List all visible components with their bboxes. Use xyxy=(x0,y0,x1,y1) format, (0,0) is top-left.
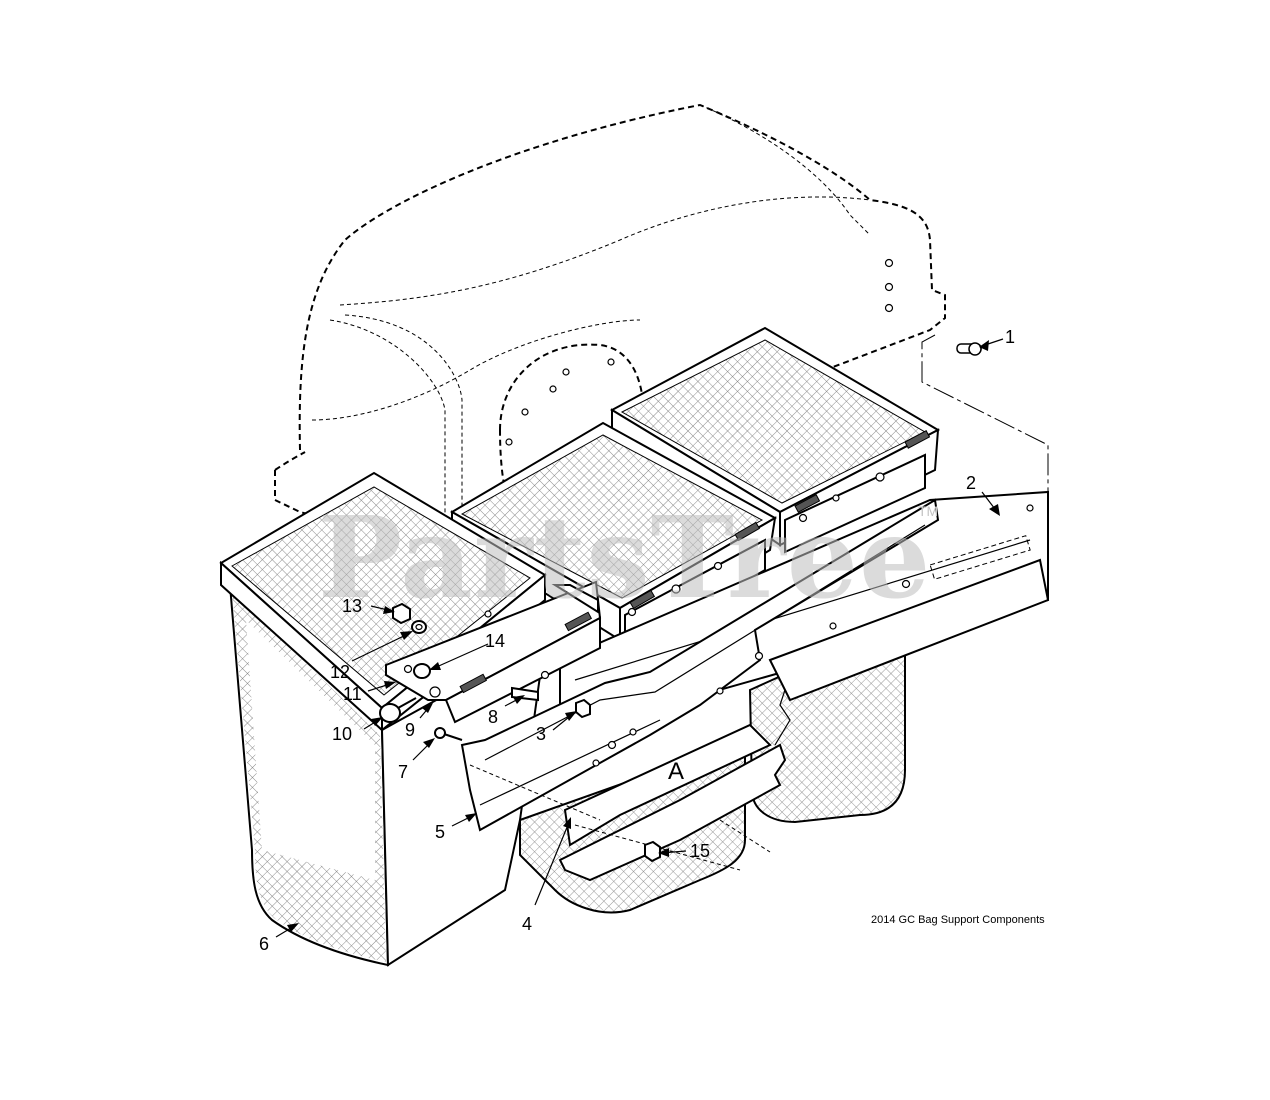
callout-2: 2 xyxy=(966,473,976,493)
callout-11: 11 xyxy=(343,684,362,704)
callout-15: 15 xyxy=(690,841,710,861)
watermark-logo: PartsTree xyxy=(318,493,931,624)
clevis-pin-1 xyxy=(956,342,982,356)
assembly-phantom-line xyxy=(921,334,1049,492)
callout-8: 8 xyxy=(488,707,498,727)
diagram-caption: 2014 GC Bag Support Components xyxy=(871,914,1045,926)
callout-4: 4 xyxy=(522,914,532,934)
front-bag-bracket xyxy=(385,580,602,724)
hood-fastener-holes xyxy=(505,258,894,446)
callout-3: 3 xyxy=(536,724,546,744)
brace-4 xyxy=(469,558,1050,882)
callout-labels: 1 2 3 4 5 6 7 8 9 10 11 12 13 14 15 A xyxy=(259,327,1015,954)
callout-13: 13 xyxy=(342,596,362,616)
callout-1: 1 xyxy=(1005,327,1015,347)
callout-9: 9 xyxy=(405,720,415,740)
callout-14: 14 xyxy=(485,631,505,651)
callout-6: 6 xyxy=(259,934,269,954)
callout-5: 5 xyxy=(435,822,445,842)
callout-leaders xyxy=(275,338,1004,938)
callout-12: 12 xyxy=(330,662,350,682)
hardware xyxy=(379,342,982,863)
callout-7: 7 xyxy=(398,762,408,782)
watermark-trademark: TM xyxy=(918,503,938,519)
callout-10: 10 xyxy=(332,724,352,744)
reference-letter-a: A xyxy=(668,758,684,785)
front-support-bracket-5 xyxy=(460,498,940,832)
